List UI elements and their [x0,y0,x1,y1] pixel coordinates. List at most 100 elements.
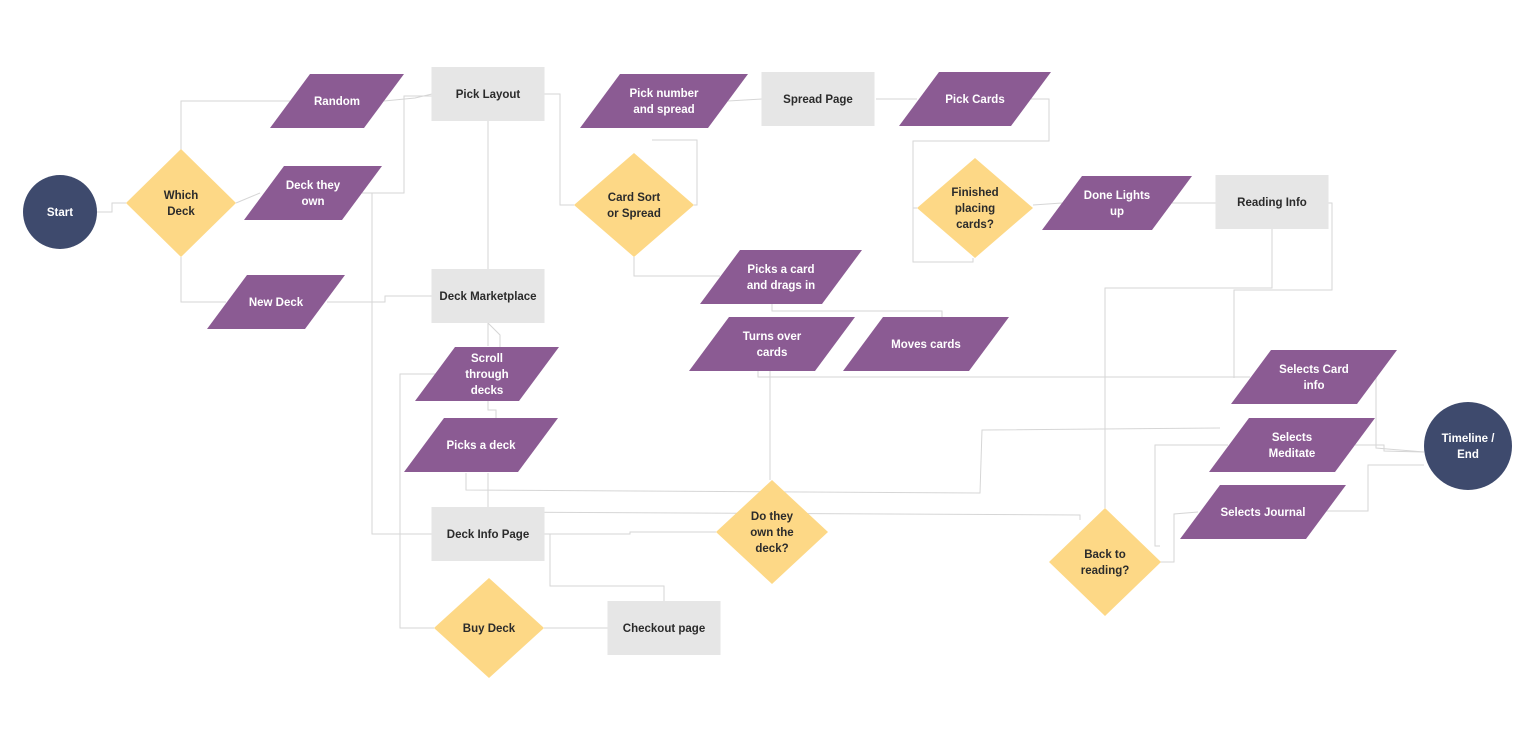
connector [757,371,1250,378]
connector [1104,229,1273,508]
connector [180,257,226,303]
connector [487,322,501,350]
decision-shape [126,149,236,257]
node-spread-page: Spread Page [761,72,875,126]
connector [1032,202,1063,206]
node-back-to-reading: Back to reading? [1049,508,1161,616]
connector [465,427,1221,494]
node-label: Pick Cards [945,94,1004,106]
connector [97,202,126,213]
connector [371,193,432,535]
node-label: Selects Card [1279,364,1349,376]
decision-shape [574,153,694,257]
node-label: decks [471,385,504,397]
node-start: Start [23,175,97,249]
decision-shape [917,158,1033,258]
connector [1375,377,1425,453]
io-shape [1042,176,1192,230]
connector [544,93,574,206]
node-buy-deck: Buy Deck [434,578,544,678]
io-shape [415,347,559,401]
node-label: Deck Info Page [447,529,529,541]
terminal-shape [1424,402,1512,490]
node-label: placing [955,203,995,215]
node-label: Picks a deck [446,440,516,452]
node-label: Which [164,190,199,202]
connector [399,373,438,629]
connector [1355,444,1425,453]
process-shape [761,72,875,126]
node-moves-cards: Moves cards [843,317,1009,371]
decision-shape [434,578,544,678]
io-shape [244,166,382,220]
connector [487,401,497,418]
node-label: Moves cards [891,339,961,351]
connector [1154,444,1228,547]
io-shape [207,275,345,329]
node-picks-a-deck: Picks a deck [404,418,558,472]
process-shape [1215,175,1329,229]
node-deck-info-page: Deck Info Page [431,507,545,561]
node-label: Reading Info [1237,197,1307,209]
node-label: cards? [956,219,994,231]
node-label: Finished [951,187,998,199]
connector [180,100,290,150]
node-label: own the [750,527,793,539]
node-label: Do they [751,511,794,523]
node-label: Card Sort [608,192,661,204]
node-label: Meditate [1269,448,1316,460]
node-label: reading? [1081,565,1130,577]
node-label: Done Lights [1084,190,1150,202]
process-shape [607,601,721,655]
node-label: End [1457,449,1479,461]
node-pick-layout: Pick Layout [431,67,545,121]
node-label: Random [314,96,360,108]
node-label: Start [47,207,73,219]
connector [549,534,665,601]
process-shape [431,269,545,323]
node-label: Deck [167,206,195,218]
node-label: Spread Page [783,94,853,106]
node-label: Deck they [286,180,341,192]
node-label: deck? [755,543,788,555]
node-label: cards [757,347,788,359]
io-shape [689,317,855,371]
node-scroll-through-decks: Scroll through decks [415,347,559,401]
node-checkout-page: Checkout page [607,601,721,655]
connector [383,93,433,102]
node-label: Back to [1084,549,1126,561]
node-selects-card-info: Selects Card info [1231,350,1397,404]
io-shape [700,250,862,304]
node-random: Random [270,74,404,128]
node-finished-placing: Finished placing cards? [917,158,1033,258]
connector [1233,202,1333,378]
io-shape [404,418,558,472]
node-label: Picks a card [747,264,814,276]
node-card-sort-spread: Card Sort or Spread [574,153,694,257]
node-label: New Deck [249,297,304,309]
connector [1160,511,1199,563]
decision-shape [1049,508,1161,616]
node-timeline-end: Timeline / End [1424,402,1512,490]
node-label: Selects Journal [1220,507,1305,519]
connector [327,295,432,303]
node-label: through [465,369,508,381]
node-label: Scroll [471,353,503,365]
node-label: Timeline / [1442,433,1496,445]
node-label: Pick number [629,88,699,100]
io-shape [1180,485,1346,539]
node-label: or Spread [607,208,661,220]
node-label: info [1303,380,1324,392]
node-new-deck: New Deck [207,275,345,329]
connector [912,98,1050,263]
node-label: Pick Layout [456,89,521,101]
